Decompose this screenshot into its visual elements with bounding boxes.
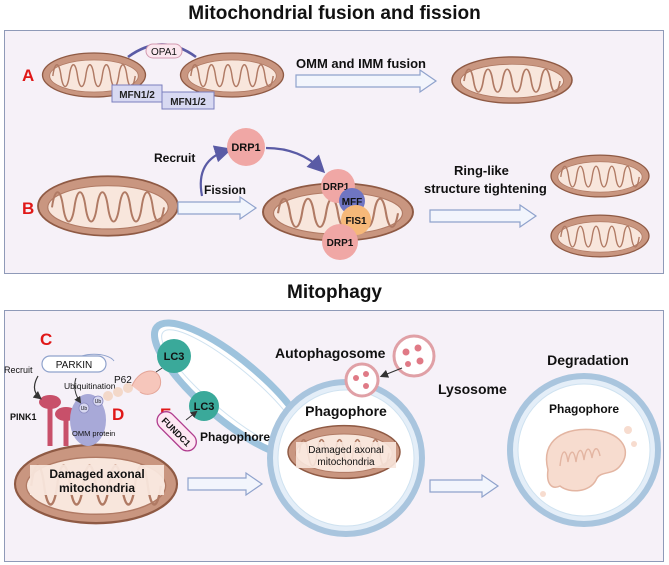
fragment-2 — [631, 441, 637, 447]
drp1-bottom-label: DRP1 — [327, 238, 354, 249]
to-autophagosome-arrow — [187, 471, 264, 497]
drp1-top-label: DRP1 — [231, 142, 260, 154]
lysosome — [392, 334, 436, 378]
mitochondrion-fused — [451, 56, 573, 104]
fragment-3 — [540, 491, 546, 497]
drp1-mid-label: DRP1 — [323, 182, 350, 193]
pink1-head-left — [39, 395, 61, 409]
mitochondrion-a-right — [179, 52, 285, 98]
letter-b: B — [22, 199, 34, 218]
letter-a: A — [22, 66, 34, 85]
damaged-label-bg — [30, 465, 164, 495]
lysosome-fusing — [344, 362, 380, 398]
drp1-bottom — [322, 224, 358, 260]
to-degradation-arrow — [429, 473, 500, 499]
phagophore-right-label: Phagophore — [549, 402, 619, 416]
damaged-mid-line2: mitochondria — [317, 457, 375, 468]
p62-bead-2 — [113, 387, 123, 397]
lysosome-fusing-granule-1 — [353, 375, 359, 381]
degrading-cristae — [559, 448, 601, 467]
damaged-mid-line1: Damaged axonal — [308, 445, 384, 456]
fis1-label: FIS1 — [345, 216, 367, 227]
lysosome-granule-1 — [402, 348, 410, 356]
lc3-top — [157, 339, 191, 373]
ring-label-line1: Ring-like — [454, 163, 509, 178]
drp1-top — [227, 128, 265, 166]
mitochondrion-daughter-top — [550, 154, 650, 198]
mff-label: MFF — [342, 197, 363, 208]
mfn-right-label: MFN1/2 — [170, 97, 206, 108]
lysosome-label: Lysosome — [438, 381, 507, 397]
recruit-c-label: Recruit — [4, 365, 33, 375]
p62-bead-3 — [123, 383, 133, 393]
lysosome-granule-4 — [405, 361, 411, 367]
ring-label-line2: structure tightening — [424, 181, 547, 196]
mitochondrion-daughter-bottom — [550, 214, 650, 258]
mitochondrion-b-whole — [37, 175, 179, 237]
ubiquitination-label: Ubiquitination — [64, 381, 116, 391]
mitophagy-title: Mitophagy — [287, 282, 382, 303]
opa1-box — [145, 43, 183, 59]
letter-d: D — [112, 405, 124, 424]
lc3-top-label: LC3 — [164, 351, 185, 363]
p62-label: P62 — [114, 375, 132, 386]
mfn-left-label: MFN1/2 — [119, 90, 155, 101]
ubiquitination-arrow — [74, 377, 82, 404]
fusion-arrow — [295, 68, 438, 94]
tightening-arrow — [429, 203, 538, 229]
degrading-mitochondrion — [545, 428, 627, 492]
letter-c: C — [40, 330, 52, 349]
fundc1-lc3-arrow — [185, 410, 198, 421]
drp1-to-ring-arrow — [265, 146, 326, 174]
ub-bead-1 — [78, 402, 90, 414]
lysosome-fusing-granule-2 — [363, 371, 369, 377]
lysosome-granule-2 — [414, 344, 422, 352]
fusion-caption: OMM and IMM fusion — [296, 56, 426, 71]
pink1-label: PINK1 — [10, 412, 37, 422]
fragment-1 — [624, 426, 632, 434]
fundc1-receptor — [156, 411, 197, 452]
parkin-box — [41, 355, 107, 373]
p62-protein — [131, 370, 162, 395]
ub-bead-2 — [92, 395, 104, 407]
phagophore-mid-label: Phagophore — [305, 403, 387, 419]
ub-bead-1-label: Ub — [81, 406, 88, 412]
p62-bead-1 — [103, 391, 113, 401]
parkin-label: PARKIN — [56, 360, 93, 371]
recruit-label: Recruit — [154, 151, 195, 165]
fission-label: Fission — [204, 183, 246, 197]
damaged-label-line2: mitochondria — [59, 481, 135, 495]
lysosome-granule-3 — [416, 357, 424, 365]
lc3-bottom-label: LC3 — [194, 401, 215, 413]
recruit-arrow — [199, 145, 233, 197]
lysosome-arrow — [379, 367, 403, 378]
degradation-label: Degradation — [547, 352, 629, 368]
lysosome-fusing-granule-3 — [363, 383, 369, 389]
damaged-label-line1: Damaged axonal — [49, 467, 144, 481]
damaged-mid-label-bg — [296, 442, 396, 468]
fission-arrow — [177, 195, 258, 221]
autophagosome-label: Autophagosome — [275, 345, 386, 361]
recruit-c-arrow — [32, 375, 42, 400]
opa1-label: OPA1 — [151, 47, 177, 58]
ub-bead-2-label: Ub — [95, 399, 102, 405]
omm-protein-label: OMM protein — [72, 429, 115, 438]
mfn-right-box — [161, 91, 215, 110]
phagophore-small-label: Phagophore — [200, 430, 270, 444]
fusion-title: Mitochondrial fusion and fission — [188, 3, 481, 24]
